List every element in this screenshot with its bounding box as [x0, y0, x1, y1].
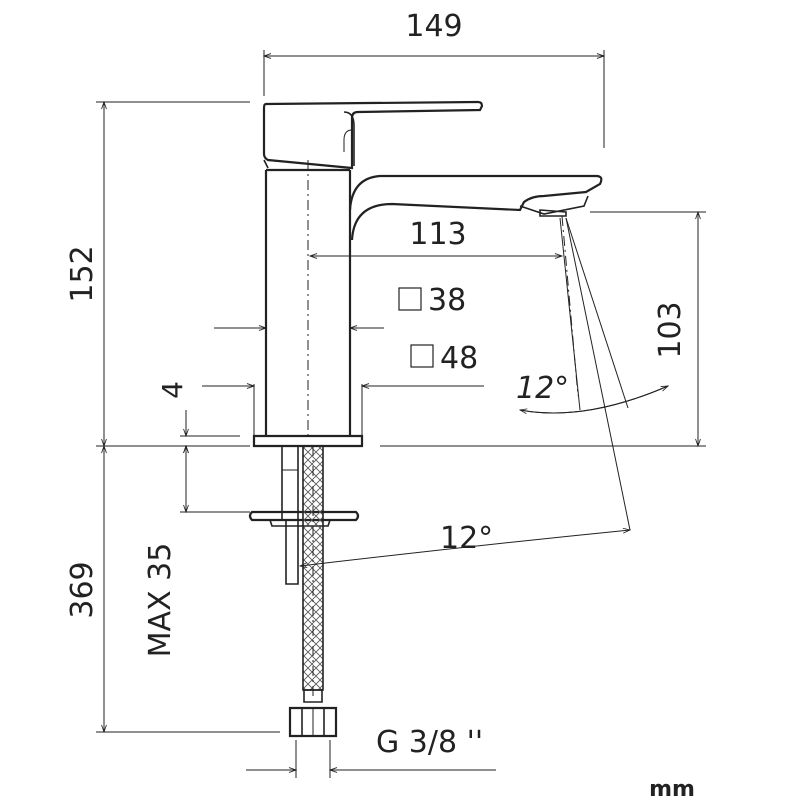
dimension-lines [96, 50, 706, 778]
angle-label-upper: 12° [516, 371, 569, 406]
dim-label-369: 369 [65, 561, 100, 618]
dim-label-149: 149 [405, 9, 462, 44]
dim-label-48: 48 [440, 341, 478, 376]
centerlines [307, 160, 579, 700]
angle-label-lower: 12° [440, 521, 493, 556]
dim-label-103: 103 [653, 301, 688, 358]
square-symbol-48 [410, 344, 434, 368]
dim-label-4: 4 [156, 381, 189, 399]
units-label: mm [649, 777, 695, 800]
dim-label-113: 113 [409, 217, 466, 252]
dim-label-max-35: MAX 35 [143, 543, 178, 658]
dim-label-38: 38 [428, 283, 466, 318]
water-flow-cone [520, 217, 668, 531]
square-symbol-38 [398, 287, 422, 311]
dim-label-152: 152 [65, 245, 100, 302]
connection-label: G 3/8 '' [376, 725, 483, 760]
